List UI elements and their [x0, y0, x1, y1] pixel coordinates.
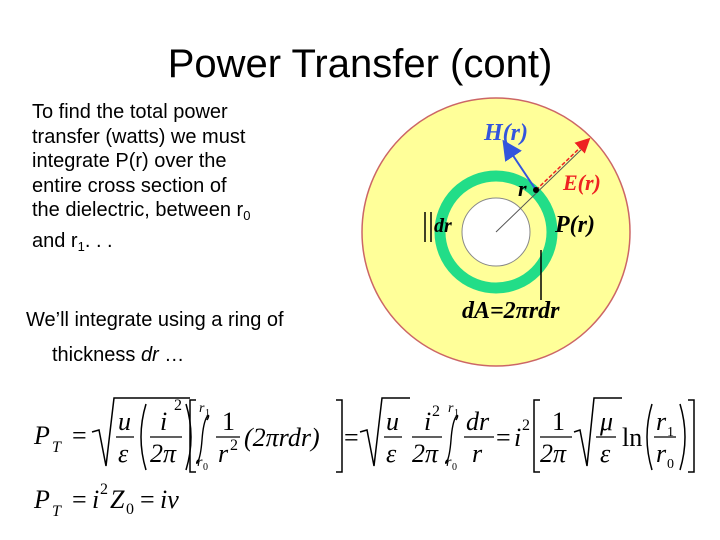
paragraph-integrate-instructions: To find the total power transfer (watts)…: [32, 100, 352, 259]
label-P: P(r): [554, 212, 595, 238]
eq1-u: u: [118, 407, 131, 436]
eq1-one-2: 1: [552, 407, 565, 436]
text-span: the dielectric, between r: [32, 199, 244, 221]
integration-ring: [434, 170, 558, 294]
label-dA: dA=2πrdr: [462, 298, 560, 324]
eq1-paren-left: [140, 403, 147, 471]
text-line: To find the total power: [32, 101, 228, 123]
eq2-i-exp: 2: [100, 481, 108, 498]
eq1-sqrt-3: [573, 397, 622, 467]
eq1-dr: dr: [466, 407, 490, 436]
eq1-2pi-3: 2π: [540, 439, 567, 468]
text-line: the dielectric, between r0: [32, 198, 352, 229]
eq1-frac-r1-sub: 1: [667, 425, 674, 440]
eq1-bracket-left-2: [533, 399, 540, 473]
eq1-lower-limit: r: [197, 455, 203, 470]
eq1-sqrt-2: [359, 397, 410, 467]
subscript: 1: [77, 238, 85, 254]
eq1-r2: r: [218, 439, 229, 468]
text-line: and r1. . .: [32, 229, 352, 260]
eq1-lower-limit-2: r: [446, 455, 452, 470]
slide-title: Power Transfer (cont): [167, 42, 553, 86]
eq1-equals: =: [72, 421, 87, 450]
eq1-u-2: u: [386, 407, 399, 436]
label-E: E(r): [562, 170, 601, 195]
eq1-ln: ln: [622, 423, 642, 452]
text-span: and r: [32, 229, 78, 252]
eq1-eps: ε: [118, 439, 129, 468]
E-field-arrow: [535, 137, 591, 191]
eq1-mu: μ: [599, 407, 613, 436]
eq1-bracket-left: [189, 399, 196, 473]
eq1-upper-limit: r: [199, 401, 205, 416]
text-line: entire cross section of: [32, 174, 227, 197]
eq2-i: i: [92, 485, 99, 514]
eq1-integral: [195, 414, 210, 464]
eq1-PT: P: [33, 421, 50, 450]
eq1-frac-r0-sub: 0: [667, 457, 674, 472]
label-r: r: [518, 176, 527, 201]
text-span: . . .: [84, 229, 113, 252]
eq2-equals-2: =: [140, 485, 155, 514]
eq2-PT: P: [33, 485, 50, 514]
eq1-bracket-right-2: [688, 399, 695, 473]
text-span: …: [158, 344, 185, 366]
radius-line: [495, 144, 587, 233]
eq1-r2-exp: 2: [230, 437, 238, 454]
eq1-square: 2: [174, 397, 182, 414]
text-span: thickness: [52, 344, 141, 366]
text-line: integrate P(r) over the: [32, 150, 227, 172]
H-field-arrow: [502, 139, 537, 191]
label-H: H(r): [483, 120, 528, 146]
eq1-frac-r1: r: [656, 407, 667, 436]
eq1-one: 1: [222, 407, 235, 436]
eq1-lower-limit-sub: 0: [203, 462, 208, 473]
point-r: [533, 187, 539, 193]
eq1-i-3: i: [514, 423, 521, 452]
eq2-Z-sub: 0: [126, 501, 134, 518]
eq1-integrand: (2πrdr): [244, 423, 320, 452]
eq1-upper-limit-2: r: [448, 401, 454, 416]
eq1-paren-right-2: [679, 403, 686, 471]
eq1-r: r: [472, 439, 483, 468]
eq1-i: i: [160, 407, 167, 436]
eq1-equals-2: =: [344, 423, 359, 452]
eq1-i2-exp: 2: [432, 403, 440, 420]
subscript: 0: [243, 208, 251, 223]
eq1-i2: i: [424, 407, 431, 436]
eq1-equals-3: =: [496, 423, 511, 452]
eq1-integral-2: [444, 414, 459, 464]
eq1-2pi-2: 2π: [412, 439, 439, 468]
eq2-PT-sub: T: [52, 503, 62, 520]
eq1-PT-sub: T: [52, 439, 62, 456]
label-dr: dr: [434, 215, 452, 237]
eq1-bracket-right: [336, 399, 343, 473]
eq1-upper-limit-sub: 1: [205, 408, 210, 419]
eq1-paren-left-2: [646, 403, 653, 471]
eq2-equals: =: [72, 485, 87, 514]
paragraph-ring-thickness: thickness dr …: [52, 344, 184, 367]
eq1-2pi: 2π: [150, 439, 177, 468]
eq1-sqrt-1: [91, 397, 190, 467]
eq1-frac-r0: r: [656, 439, 667, 468]
eq1-eps-3: ε: [600, 439, 611, 468]
eq1-eps-2: ε: [386, 439, 397, 468]
paragraph-ring: We’ll integrate using a ring of: [26, 309, 284, 331]
eq2-iv: iv: [160, 485, 179, 514]
eq1-upper-limit-2-sub: 1: [454, 408, 459, 419]
eq2-Z: Z: [110, 485, 125, 514]
text-italic-dr: dr: [140, 344, 159, 366]
eq1-paren-right: [185, 403, 192, 471]
eq1-i-3-exp: 2: [522, 417, 530, 434]
text-line: transfer (watts) we must: [32, 125, 246, 148]
eq1-lower-limit-2-sub: 0: [452, 462, 457, 473]
